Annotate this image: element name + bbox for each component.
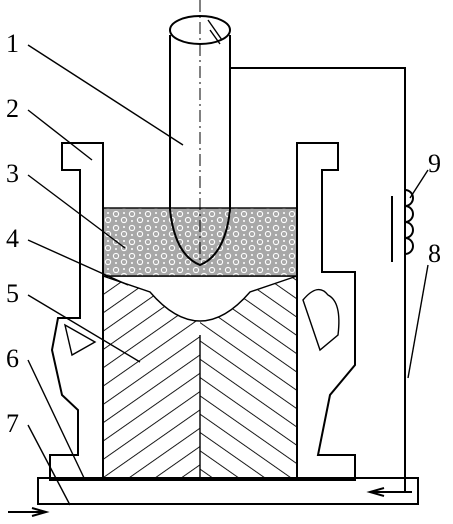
callout-9: 9 — [428, 149, 441, 178]
callout-8: 8 — [428, 239, 441, 268]
callout-4: 4 — [6, 224, 19, 253]
callout-5: 5 — [6, 279, 19, 308]
callout-2: 2 — [6, 94, 19, 123]
metal-pool — [102, 275, 298, 322]
leader-lines — [27, 44, 429, 506]
electrode — [169, 0, 231, 267]
callout-7: 7 — [6, 409, 19, 438]
callout-3: 3 — [6, 159, 19, 188]
ingot — [102, 276, 298, 481]
callout-1: 1 — [6, 29, 19, 58]
power-circuit — [230, 67, 414, 493]
mold-left-wall — [49, 142, 104, 481]
callouts: 1 2 3 4 5 6 7 8 9 — [6, 29, 441, 438]
base-plate — [8, 477, 419, 517]
callout-6: 6 — [6, 344, 19, 373]
mold-right-wall — [296, 142, 356, 481]
